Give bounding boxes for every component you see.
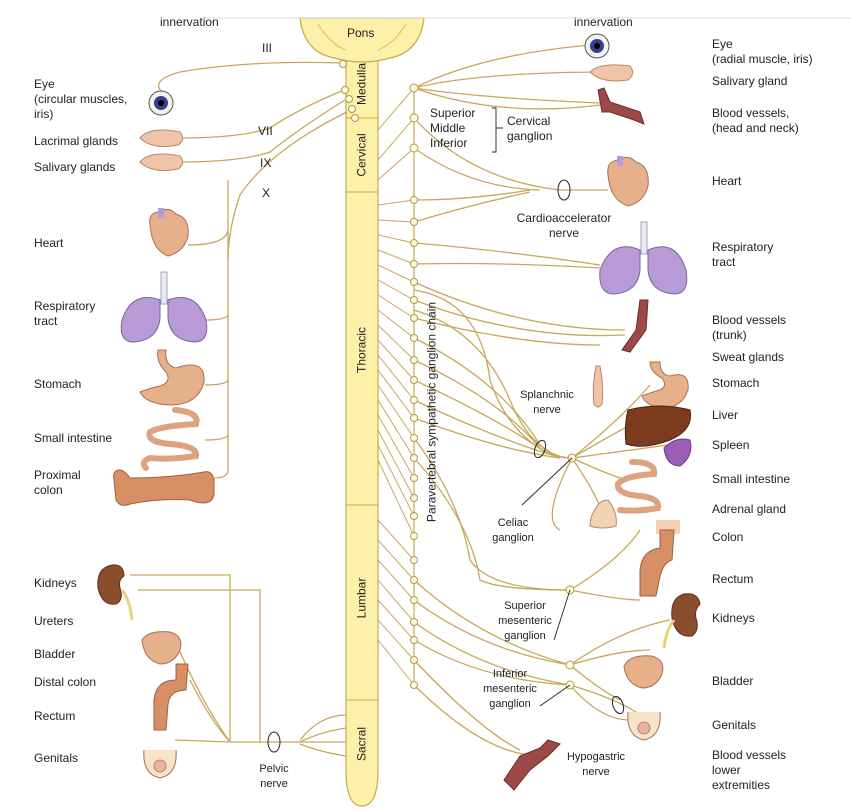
- small-intestine-icon: [144, 410, 197, 468]
- sacral-label: Sacral: [355, 727, 370, 761]
- cranial-nerve-x: X: [262, 186, 270, 201]
- right-organ-label: Respiratory tract: [712, 240, 773, 270]
- kidney-icon: [98, 565, 132, 620]
- celiac-ganglion-label: Celiac ganglion: [478, 516, 548, 546]
- sweat-gland-icon: [593, 366, 602, 407]
- eye-icon: [149, 91, 173, 115]
- right-organ-label: Salivary gland: [712, 74, 787, 89]
- superior-mesenteric-ganglion-label: Superior mesenteric ganglion: [485, 599, 565, 644]
- cervical-label: Cervical: [355, 133, 370, 176]
- blood-vessel-icon: [622, 300, 648, 352]
- bladder-icon: [142, 632, 181, 664]
- blood-vessel-icon: [598, 88, 644, 124]
- heart-icon: [608, 156, 649, 206]
- left-organ-label: Salivary glands: [34, 160, 115, 175]
- right-organ-label: Small intestine: [712, 472, 790, 487]
- stomach-icon: [642, 362, 688, 408]
- right-organ-label: Spleen: [712, 438, 749, 453]
- right-organ-label: Bladder: [712, 674, 753, 689]
- genitals-icon: [628, 712, 660, 740]
- ganglion-chain-label: Paravertebral sympathetic ganglion chain: [425, 302, 440, 522]
- cervical-ganglion-label: Cervical ganglion: [507, 114, 552, 144]
- hypogastric-marker: [610, 695, 626, 715]
- right-organ-label: Blood vessels, (head and neck): [712, 106, 799, 136]
- bladder-icon: [624, 656, 663, 688]
- kidney-icon: [664, 594, 700, 648]
- left-organ-label: Rectum: [34, 709, 75, 724]
- right-organ-label: Adrenal gland: [712, 502, 786, 517]
- cranial-nerve-ix: IX: [260, 156, 271, 171]
- left-organ-label: Heart: [34, 236, 63, 251]
- left-organ-label: Proximal colon: [34, 468, 81, 498]
- blood-vessel-icon: [504, 740, 560, 790]
- rectum-icon: [154, 664, 188, 730]
- gland-icon: [140, 154, 183, 170]
- cranial-nerve-vii: VII: [258, 124, 273, 139]
- left-organ-label: Small intestine: [34, 431, 112, 446]
- eye-icon: [585, 34, 609, 58]
- splanchnic-nerve-label: Splanchnic nerve: [512, 388, 582, 418]
- left-organ-label: Stomach: [34, 377, 81, 392]
- left-organ-label: Ureters: [34, 614, 73, 629]
- right-organ-label: Sweat glands: [712, 350, 784, 365]
- left-organ-label: Lacrimal glands: [34, 134, 118, 149]
- right-organ-label: Blood vessels (trunk): [712, 313, 786, 343]
- left-organ-label: Respiratory tract: [34, 299, 95, 329]
- medulla-label: Medulla: [355, 63, 370, 105]
- pons-label: Pons: [347, 26, 374, 41]
- lumbar-label: Lumbar: [355, 578, 370, 619]
- pelvic-nerve-label: Pelvic nerve: [246, 762, 302, 792]
- right-organ-label: Stomach: [712, 376, 759, 391]
- cranial-nerve-iii: III: [262, 41, 272, 56]
- cervical-ganglia-levels: Superior Middle Inferior: [430, 106, 475, 151]
- small-intestine-icon: [618, 462, 658, 511]
- spleen-icon: [664, 439, 691, 466]
- left-innervation-heading: innervation: [160, 15, 219, 30]
- hypogastric-nerve-label: Hypogastric nerve: [556, 750, 636, 780]
- right-organ-label: Colon: [712, 530, 743, 545]
- right-organ-label: Liver: [712, 408, 738, 423]
- right-organ-label: Blood vessels lower extremities: [712, 748, 786, 793]
- right-organ-label: Rectum: [712, 572, 753, 587]
- colon-icon: [640, 520, 680, 596]
- thoracic-label: Thoracic: [355, 327, 370, 373]
- gland-icon: [140, 130, 183, 146]
- left-organ-label: Bladder: [34, 647, 75, 662]
- right-organ-label: Heart: [712, 174, 741, 189]
- heart-icon: [150, 208, 189, 256]
- right-innervation-heading: innervation: [574, 15, 633, 30]
- lungs-icon: [121, 272, 207, 342]
- cardioaccelerator-nerve-label: Cardioaccelerator nerve: [502, 211, 626, 241]
- genitals-icon: [144, 750, 176, 778]
- left-organ-label: Distal colon: [34, 675, 96, 690]
- adrenal-icon: [590, 500, 616, 528]
- left-organ-label: Genitals: [34, 751, 78, 766]
- left-organ-label: Eye (circular muscles, iris): [34, 77, 127, 122]
- right-organ-label: Genitals: [712, 718, 756, 733]
- right-organ-label: Eye (radial muscle, iris): [712, 37, 813, 67]
- colon-icon: [114, 470, 214, 505]
- right-organ-label: Kidneys: [712, 611, 755, 626]
- inferior-mesenteric-ganglion-label: Inferior mesenteric ganglion: [470, 667, 550, 712]
- gland-icon: [590, 65, 633, 81]
- stomach-icon: [140, 350, 204, 405]
- left-organ-label: Kidneys: [34, 576, 77, 591]
